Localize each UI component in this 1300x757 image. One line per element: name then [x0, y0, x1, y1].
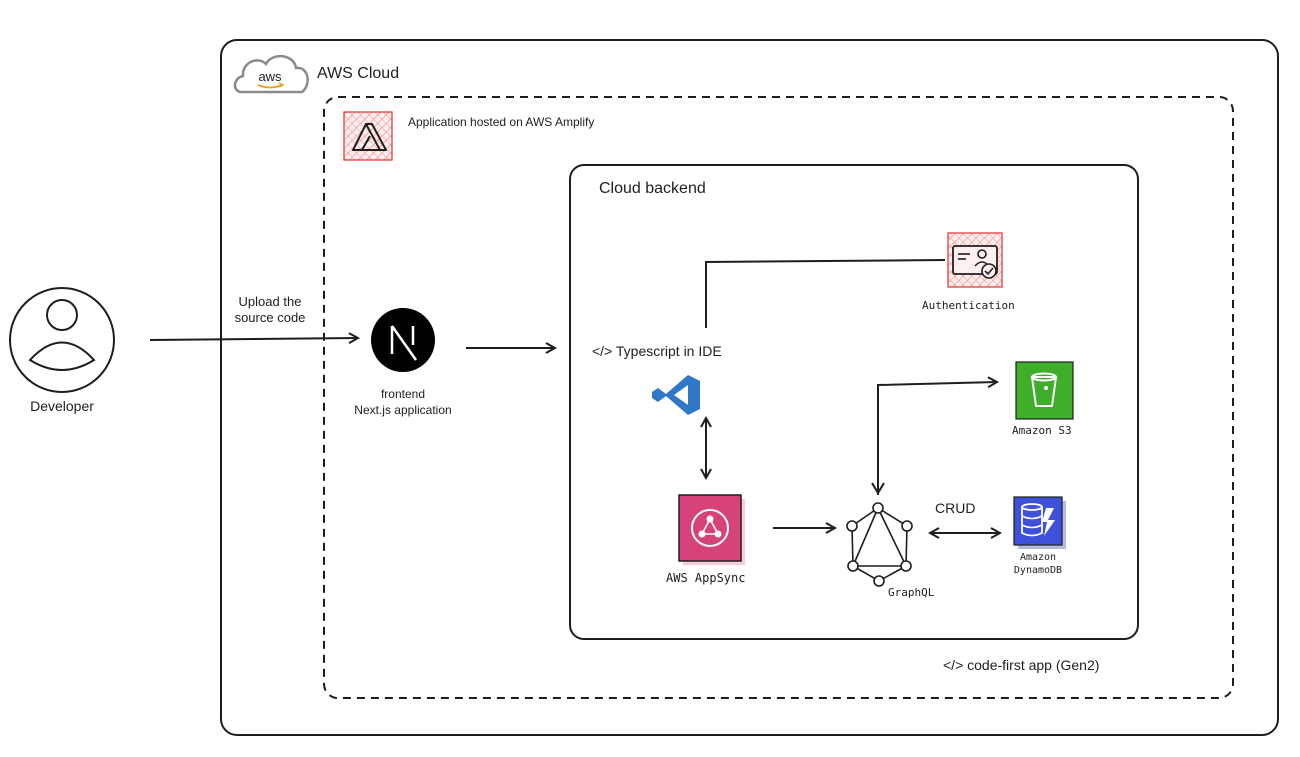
appsync-icon [678, 494, 745, 565]
aws-cloud-icon: aws [233, 55, 309, 94]
dynamodb-icon [1013, 496, 1066, 549]
graphql-s3-arrow [877, 382, 997, 495]
cloud-backend-title: Cloud backend [599, 180, 706, 197]
amplify-hosting-boundary [323, 96, 1234, 699]
dynamodb-label: Amazon DynamoDB [1000, 551, 1076, 577]
vscode-icon [652, 375, 700, 415]
authentication-label: Authentication [922, 299, 1015, 312]
cloud-backend-boundary [569, 164, 1139, 640]
s3-label: Amazon S3 [1012, 424, 1072, 437]
nextjs-icon [371, 308, 435, 372]
ide-label: </> Typescript in IDE [592, 343, 722, 359]
frontend-label: frontend Next.js application [343, 386, 463, 418]
user-icon [9, 287, 115, 393]
developer-label: Developer [30, 398, 94, 414]
ide-auth-connector [705, 259, 946, 328]
dynamodb-label-line1: Amazon [1019, 552, 1057, 563]
frontend-label-line2: Next.js application [354, 403, 452, 417]
upload-label-line1: Upload the [238, 294, 302, 309]
frontend-label-line1: frontend [380, 387, 426, 401]
graphql-label: GraphQL [888, 586, 935, 599]
amplify-icon [343, 111, 393, 161]
graphql-icon [846, 502, 913, 587]
appsync-label: AWS AppSync [666, 571, 746, 585]
authentication-icon [947, 232, 1003, 288]
dynamodb-label-line2: DynamoDB [1013, 565, 1063, 576]
code-first-footer: </> code-first app (Gen2) [943, 657, 1100, 673]
upload-label: Upload the source code [210, 294, 330, 326]
aws-cloud-boundary [220, 39, 1279, 736]
upload-label-line2: source code [234, 310, 306, 325]
s3-bucket-icon [1015, 361, 1074, 420]
amplify-label: Application hosted on AWS Amplify [408, 115, 595, 129]
aws-cloud-title: AWS Cloud [317, 65, 400, 82]
upload-arrow [149, 338, 358, 340]
crud-label: CRUD [935, 500, 976, 516]
aws-logo-text: aws [258, 69, 282, 84]
